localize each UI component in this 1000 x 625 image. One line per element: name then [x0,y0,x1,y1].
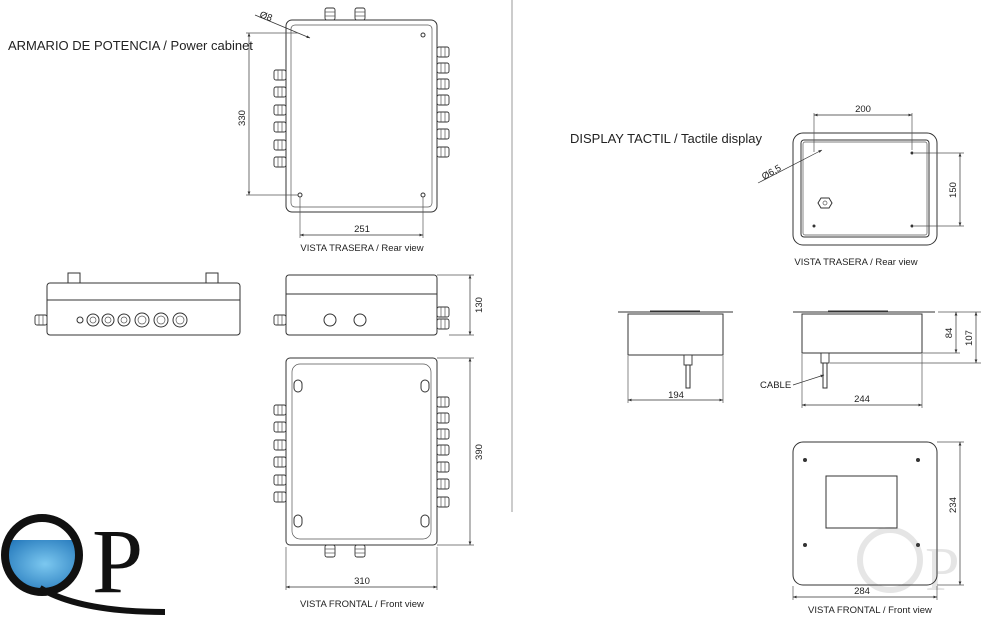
dim-body-depth: 84 [944,328,955,339]
dim-front-height: 390 [474,444,485,460]
power-cabinet-end-view: 130 [273,274,485,336]
display-front-caption: VISTA FRONTAL / Front view [808,605,932,616]
front-view-caption: VISTA FRONTAL / Front view [300,599,424,610]
svg-text:P: P [925,536,959,604]
power-cabinet-rear-view: Ø8 330 251 VISTA TRASERA / Rear view [237,7,450,254]
dim-front-width: 310 [354,576,370,587]
dim-side-width: 194 [668,390,684,401]
display-side-view-right: CABLE 84 107 244 [760,310,981,408]
power-cabinet-title: ARMARIO DE POTENCIA / Power cabinet [8,38,253,53]
dim-display-front-height: 234 [948,497,959,513]
rear-view-caption: VISTA TRASERA / Rear view [300,243,423,254]
dim-display-rear-width: 200 [855,104,871,115]
display-rear-view: 200 150 Ø6,5 VISTA TRASERA / Rear view [757,104,964,268]
display-side-view-left: 194 [618,310,733,403]
dim-rear-height: 330 [237,110,248,126]
svg-text:P: P [92,510,143,612]
dim-total-depth: 107 [964,330,975,346]
tactile-display-title: DISPLAY TACTIL / Tactile display [570,131,762,146]
dim-hole-diameter: Ø8 [258,9,274,24]
display-front-view: 234 284 VISTA FRONTAL / Front view [792,441,964,616]
qp-watermark-logo: P [857,527,959,604]
qp-logo: P [1,510,166,615]
dim-side-width-2: 244 [854,394,870,405]
display-rear-caption: VISTA TRASERA / Rear view [794,257,917,268]
cable-label: CABLE [760,380,791,391]
dim-rear-width: 251 [354,224,370,235]
dim-display-hole: Ø6,5 [760,163,783,183]
dim-depth: 130 [474,297,485,313]
power-cabinet-front-view: 390 310 VISTA FRONTAL / Front view [273,357,485,610]
dim-display-front-width: 284 [854,586,870,597]
dim-display-rear-height: 150 [948,182,959,198]
power-cabinet-side-view [34,272,241,336]
